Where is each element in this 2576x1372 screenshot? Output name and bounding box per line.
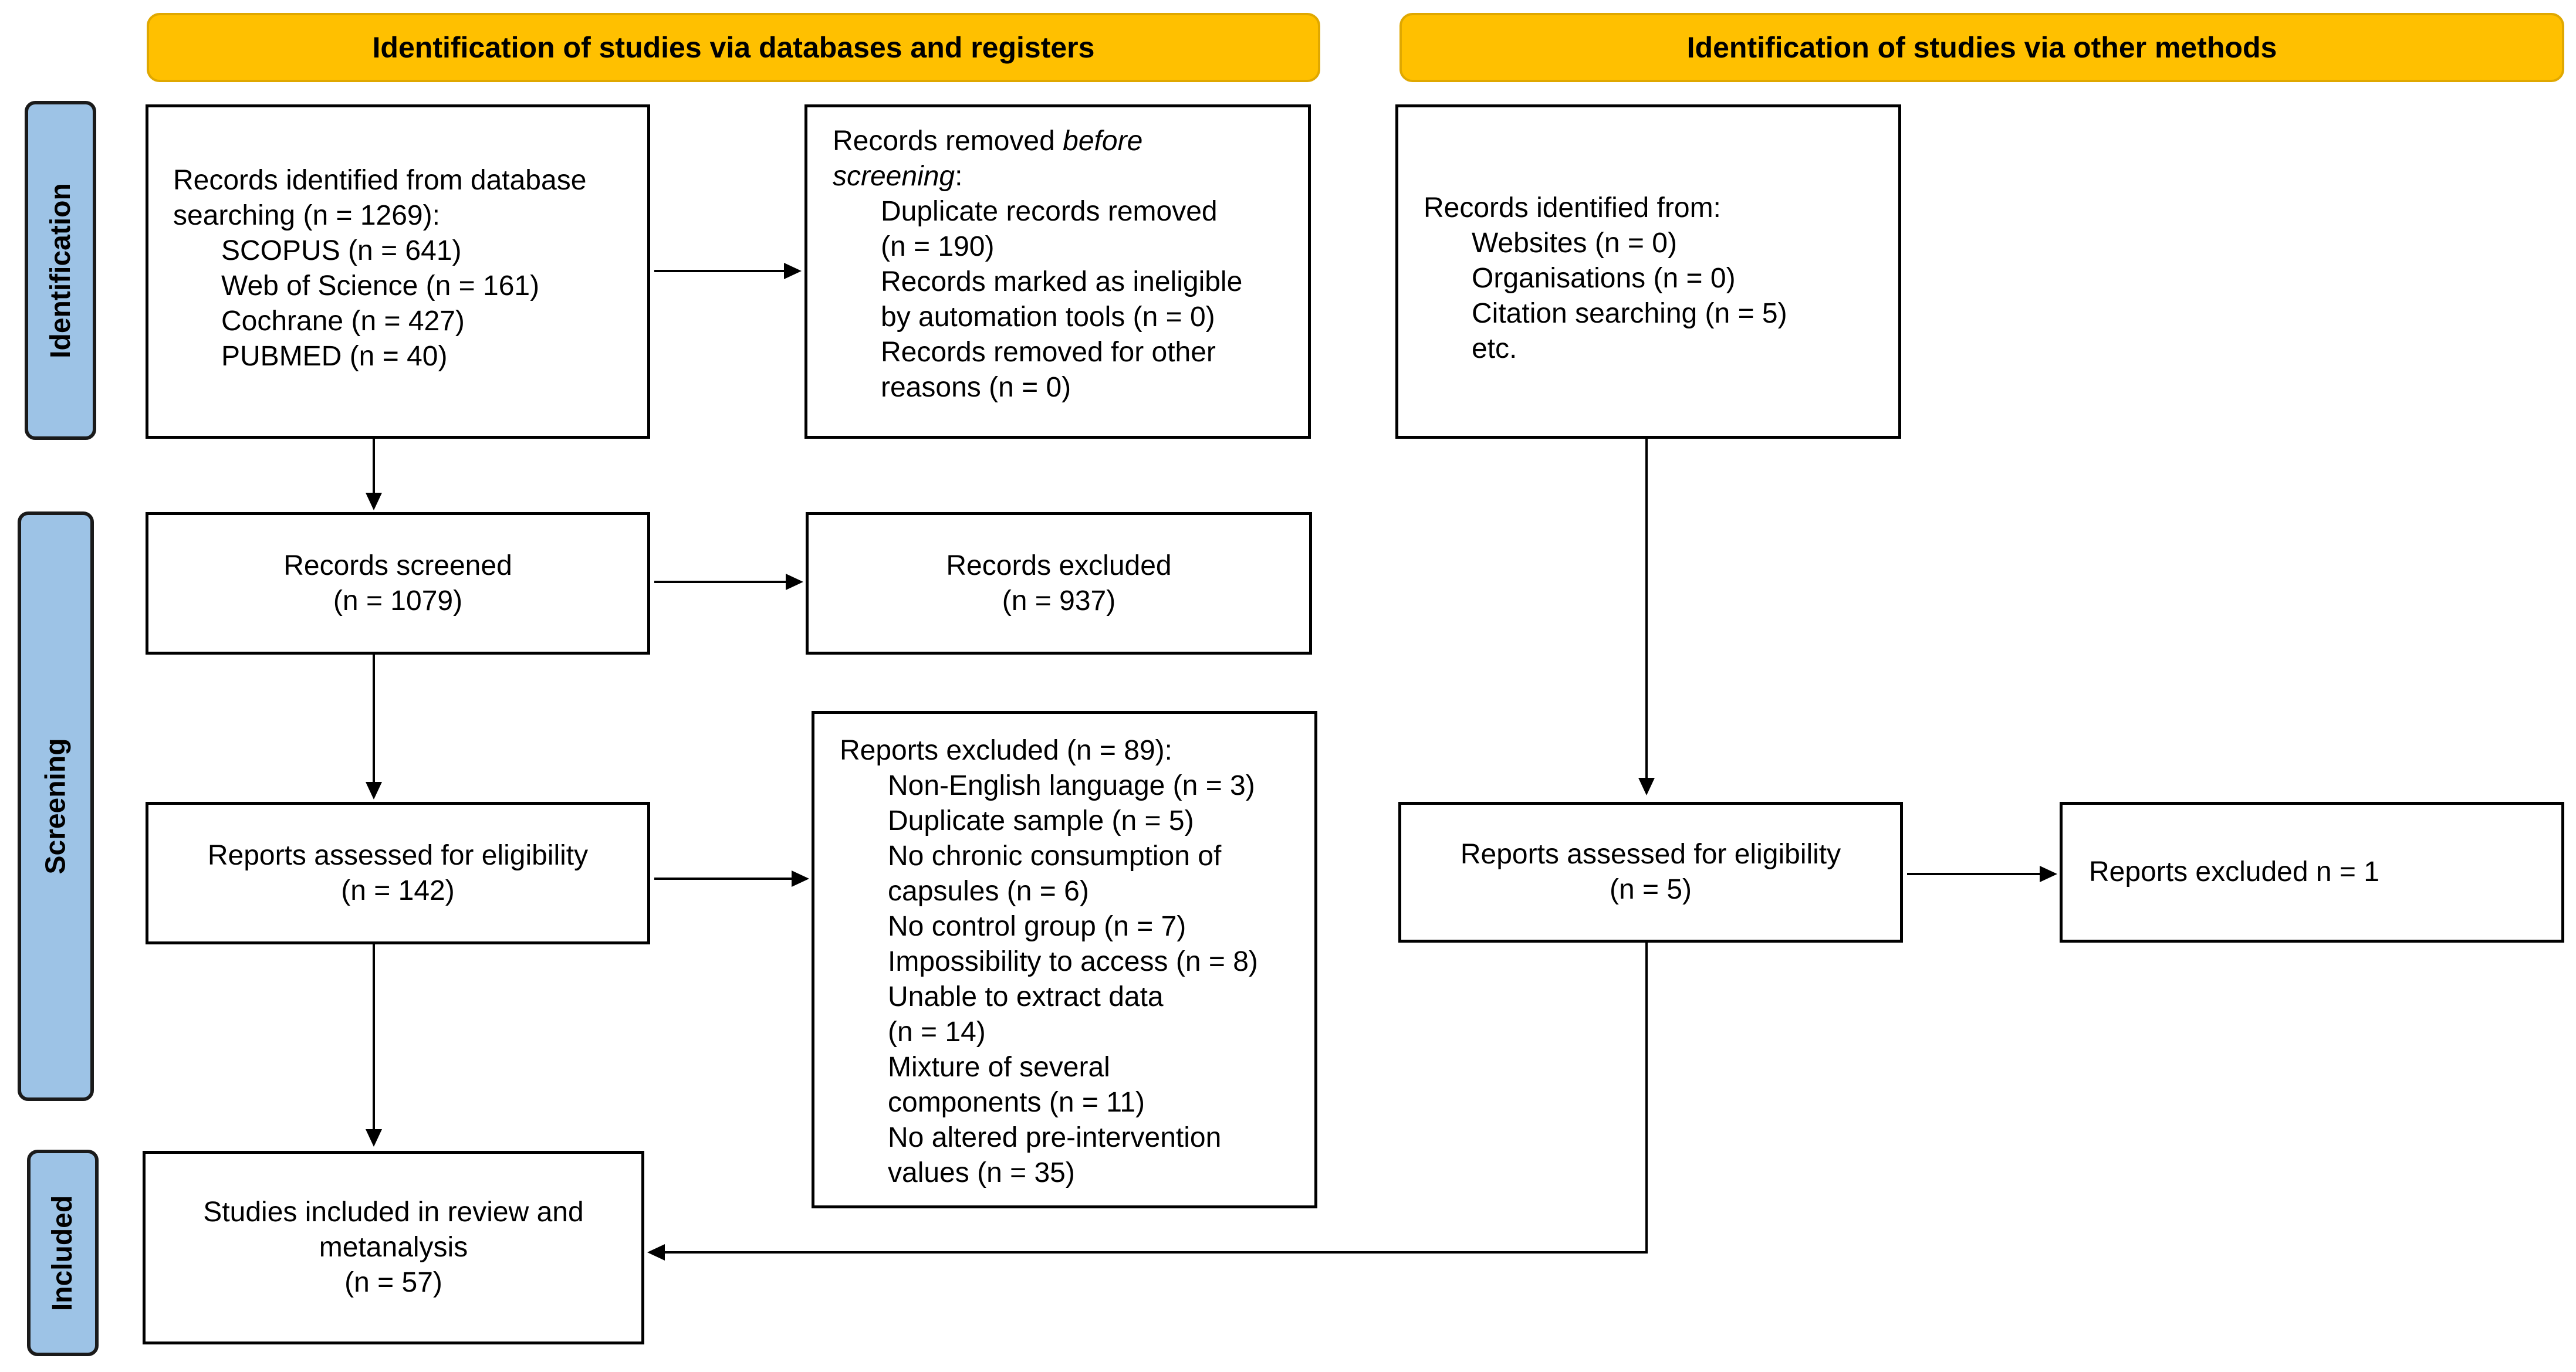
arrowhead-removed xyxy=(784,263,802,279)
arrowhead-included-from-other xyxy=(647,1244,665,1261)
eligibility-other-count: (n = 5) xyxy=(1609,874,1692,905)
box-reports-excluded-other: Reports excluded n = 1 xyxy=(2060,802,2564,943)
removed-title-line-1: Records removed before xyxy=(833,124,1308,159)
removed-item-5: Records removed for other xyxy=(881,337,1216,368)
screened-label: Records screened xyxy=(283,550,512,581)
removed-item-1: Duplicate records removed xyxy=(881,196,1218,227)
removed-item-6: reasons (n = 0) xyxy=(881,372,1071,403)
box-records-removed-before-screening: Records removed before screening: Duplic… xyxy=(804,104,1311,439)
eligibility-other-label: Reports assessed for eligibility xyxy=(1460,839,1841,870)
removed-title-b: : xyxy=(955,161,963,192)
arrowhead-eligibility-db xyxy=(366,782,382,800)
included-line-1: Studies included in review and xyxy=(203,1197,584,1228)
arrowhead-reports-excluded-db xyxy=(792,870,809,887)
arrowhead-eligibility-other xyxy=(1638,778,1655,795)
excluded-label: Records excluded xyxy=(946,550,1172,581)
removed-title-em2: screening xyxy=(833,161,955,192)
phase-identification: Identification xyxy=(25,101,96,440)
db-identified-line-2: searching (n = 1269): xyxy=(173,200,440,231)
header-other-label: Identification of studies via other meth… xyxy=(1686,31,2277,64)
reports-excluded-item-3: No chronic consumption of xyxy=(888,841,1222,872)
reports-excluded-item-6: Impossibility to access (n = 8) xyxy=(888,946,1258,977)
screened-count: (n = 1079) xyxy=(333,585,463,616)
arrowhead-reports-excluded-other xyxy=(2040,866,2057,882)
phase-included: Included xyxy=(27,1150,99,1356)
db-source-wos: Web of Science (n = 161) xyxy=(221,270,540,301)
other-item-websites: Websites (n = 0) xyxy=(1472,228,1677,259)
header-databases: Identification of studies via databases … xyxy=(147,13,1320,82)
other-item-organisations: Organisations (n = 0) xyxy=(1472,263,1736,294)
reports-excluded-item-5: No control group (n = 7) xyxy=(888,911,1186,942)
box-records-excluded: Records excluded (n = 937) xyxy=(806,512,1312,655)
included-line-2: metanalysis xyxy=(319,1232,468,1263)
arrowhead-screened xyxy=(366,493,382,510)
db-source-cochrane: Cochrane (n = 427) xyxy=(221,306,465,337)
reports-excluded-other-label: Reports excluded n = 1 xyxy=(2089,856,2379,887)
db-identified-line-1: Records identified from database xyxy=(173,165,587,196)
removed-item-4: by automation tools (n = 0) xyxy=(881,301,1215,333)
other-item-citation: Citation searching (n = 5) xyxy=(1472,298,1787,329)
arrowhead-excluded xyxy=(786,574,803,590)
box-eligibility-other: Reports assessed for eligibility (n = 5) xyxy=(1398,802,1903,943)
other-item-etc: etc. xyxy=(1472,333,1517,364)
box-reports-excluded-db: Reports excluded (n = 89): Non-English l… xyxy=(812,711,1317,1208)
box-studies-included: Studies included in review and metanalys… xyxy=(143,1151,644,1344)
reports-excluded-title: Reports excluded (n = 89): xyxy=(840,735,1172,766)
removed-item-2: (n = 190) xyxy=(881,231,995,262)
header-other-methods: Identification of studies via other meth… xyxy=(1399,13,2564,82)
removed-title-line-2: screening: xyxy=(833,159,1308,194)
arrowhead-included xyxy=(366,1129,382,1147)
reports-excluded-item-11: No altered pre-intervention xyxy=(888,1122,1222,1153)
header-databases-label: Identification of studies via databases … xyxy=(372,31,1095,64)
included-line-3: (n = 57) xyxy=(344,1267,442,1298)
reports-excluded-item-1: Non-English language (n = 3) xyxy=(888,770,1255,801)
other-identified-title: Records identified from: xyxy=(1424,192,1721,223)
reports-excluded-item-4: capsules (n = 6) xyxy=(888,876,1089,907)
db-source-pubmed: PUBMED (n = 40) xyxy=(221,341,448,372)
eligibility-db-count: (n = 142) xyxy=(341,875,455,906)
reports-excluded-item-10: components (n = 11) xyxy=(888,1087,1145,1118)
eligibility-db-label: Reports assessed for eligibility xyxy=(207,839,589,871)
phase-screening: Screening xyxy=(18,511,94,1101)
box-eligibility-db: Reports assessed for eligibility (n = 14… xyxy=(146,802,650,944)
reports-excluded-item-8: (n = 14) xyxy=(888,1017,986,1048)
arrow-other-eligibility-to-included xyxy=(663,943,1648,1254)
db-source-scopus: SCOPUS (n = 641) xyxy=(221,235,462,266)
excluded-count: (n = 937) xyxy=(1002,585,1116,616)
removed-item-3: Records marked as ineligible xyxy=(881,266,1243,297)
reports-excluded-item-12: values (n = 35) xyxy=(888,1157,1075,1188)
box-db-records-identified: Records identified from database searchi… xyxy=(146,104,650,439)
box-records-screened: Records screened (n = 1079) xyxy=(146,512,650,655)
removed-title-em: before xyxy=(1063,126,1143,157)
reports-excluded-item-9: Mixture of several xyxy=(888,1052,1110,1083)
box-other-records-identified: Records identified from: Websites (n = 0… xyxy=(1395,104,1901,439)
reports-excluded-item-7: Unable to extract data xyxy=(888,981,1164,1012)
reports-excluded-item-2: Duplicate sample (n = 5) xyxy=(888,805,1194,836)
removed-title-a: Records removed xyxy=(833,126,1063,157)
